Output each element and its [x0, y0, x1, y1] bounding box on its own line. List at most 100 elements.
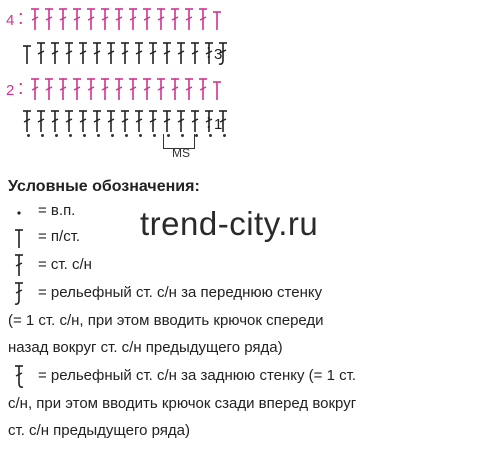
row-number-1: 1 — [214, 116, 223, 133]
legend-text: назад вокруг ст. с/н предыдущего ряда) — [8, 339, 283, 356]
double-crochet-icon — [154, 76, 168, 102]
double-crochet-icon — [182, 76, 196, 102]
legend-text: = рельефный ст. с/н за заднюю стенку (= … — [38, 367, 356, 384]
double-crochet-icon — [84, 6, 98, 32]
double-crochet-icon — [62, 108, 76, 134]
double-crochet-icon — [42, 6, 56, 32]
double-crochet-icon — [98, 76, 112, 102]
chain-dot-icon — [106, 132, 120, 140]
double-crochet-icon — [42, 76, 56, 102]
row-number-3: 3 — [214, 46, 223, 63]
stitch-row-2 — [28, 76, 224, 102]
legend-item: с/н, при этом вводить крючок сзади впере… — [8, 390, 494, 418]
legend-item: = в.п. — [8, 197, 494, 225]
double-crochet-icon — [70, 6, 84, 32]
chain-row — [22, 132, 232, 140]
row-colon: : — [206, 111, 212, 133]
double-crochet-icon — [28, 76, 42, 102]
legend-item: (= 1 ст. с/н, при этом вводить крючок сп… — [8, 307, 494, 335]
legend-item: назад вокруг ст. с/н предыдущего ряда) — [8, 334, 494, 362]
chain-dot-icon — [204, 132, 218, 140]
double-crochet-icon — [112, 6, 126, 32]
double-crochet-icon — [70, 76, 84, 102]
chain-dot-icon — [36, 132, 50, 140]
chain-dot-icon — [50, 132, 64, 140]
chain-dot-icon — [64, 132, 78, 140]
chain-dot-icon — [8, 197, 30, 225]
double-crochet-icon — [112, 76, 126, 102]
chain-dot-icon — [218, 132, 232, 140]
legend-text: ст. с/н предыдущего ряда) — [8, 422, 190, 439]
double-crochet-icon — [62, 40, 76, 66]
double-crochet-icon — [104, 40, 118, 66]
legend-text: = рельефный ст. с/н за переднюю стенку — [38, 284, 323, 301]
double-crochet-icon — [118, 40, 132, 66]
chain-dot-icon — [176, 132, 190, 140]
double-crochet-icon — [98, 6, 112, 32]
chain-dot-icon — [22, 132, 36, 140]
row-colon: : — [18, 77, 24, 99]
double-crochet-icon — [168, 76, 182, 102]
double-crochet-icon — [202, 108, 216, 134]
hook-stitch-icon — [216, 40, 230, 66]
double-crochet-icon — [76, 40, 90, 66]
double-crochet-icon — [160, 108, 174, 134]
stitch-row-3 — [20, 40, 230, 66]
stitch-row-4 — [28, 6, 224, 32]
chain-dot-icon — [190, 132, 204, 140]
half-double-crochet-icon — [210, 76, 224, 102]
double-crochet-icon — [174, 108, 188, 134]
chain-dot-icon — [120, 132, 134, 140]
double-crochet-icon — [188, 40, 202, 66]
double-crochet-icon — [160, 40, 174, 66]
back-post-double-crochet-icon — [8, 362, 30, 390]
legend-item: ст. с/н предыдущего ряда) — [8, 417, 494, 445]
double-crochet-icon — [132, 40, 146, 66]
chain-dot-icon — [134, 132, 148, 140]
double-crochet-icon — [56, 6, 70, 32]
double-crochet-icon — [48, 108, 62, 134]
legend-item: = ст. с/н — [8, 251, 494, 279]
row-colon: : — [18, 7, 24, 29]
double-crochet-icon — [188, 108, 202, 134]
legend-text: = п/ст. — [38, 228, 81, 245]
double-crochet-icon — [216, 108, 230, 134]
row-colon: : — [206, 41, 212, 63]
stitch-row-1 — [20, 108, 230, 134]
chain-dot-icon — [148, 132, 162, 140]
double-crochet-icon — [104, 108, 118, 134]
front-post-double-crochet-icon — [8, 279, 30, 307]
double-crochet-icon — [174, 40, 188, 66]
double-crochet-icon — [90, 108, 104, 134]
double-crochet-icon — [8, 251, 30, 279]
half-double-crochet-icon — [20, 40, 34, 66]
watermark: trend-city.ru — [140, 205, 319, 242]
double-crochet-icon — [84, 76, 98, 102]
half-double-crochet-icon — [8, 223, 30, 251]
double-crochet-icon — [154, 6, 168, 32]
double-crochet-icon — [126, 76, 140, 102]
legend-item: = рельефный ст. с/н за заднюю стенку (= … — [8, 362, 494, 390]
half-double-crochet-icon — [210, 6, 224, 32]
double-crochet-icon — [140, 76, 154, 102]
double-crochet-icon — [196, 6, 210, 32]
chain-dot-icon — [78, 132, 92, 140]
double-crochet-icon — [168, 6, 182, 32]
ms-bracket — [163, 134, 195, 149]
double-crochet-icon — [132, 108, 146, 134]
double-crochet-icon — [118, 108, 132, 134]
row-number-2: 2 — [6, 82, 15, 99]
double-crochet-icon — [182, 6, 196, 32]
double-crochet-icon — [90, 40, 104, 66]
double-crochet-icon — [48, 40, 62, 66]
double-crochet-icon — [140, 6, 154, 32]
double-crochet-icon — [76, 108, 90, 134]
double-crochet-icon — [146, 40, 160, 66]
legend-item: = п/ст. — [8, 223, 494, 251]
ms-label: MS — [172, 146, 190, 160]
legend-text: (= 1 ст. с/н, при этом вводить крючок сп… — [8, 312, 324, 329]
double-crochet-icon — [34, 40, 48, 66]
legend-text: = в.п. — [38, 202, 76, 219]
double-crochet-icon — [28, 6, 42, 32]
double-crochet-icon — [20, 108, 34, 134]
